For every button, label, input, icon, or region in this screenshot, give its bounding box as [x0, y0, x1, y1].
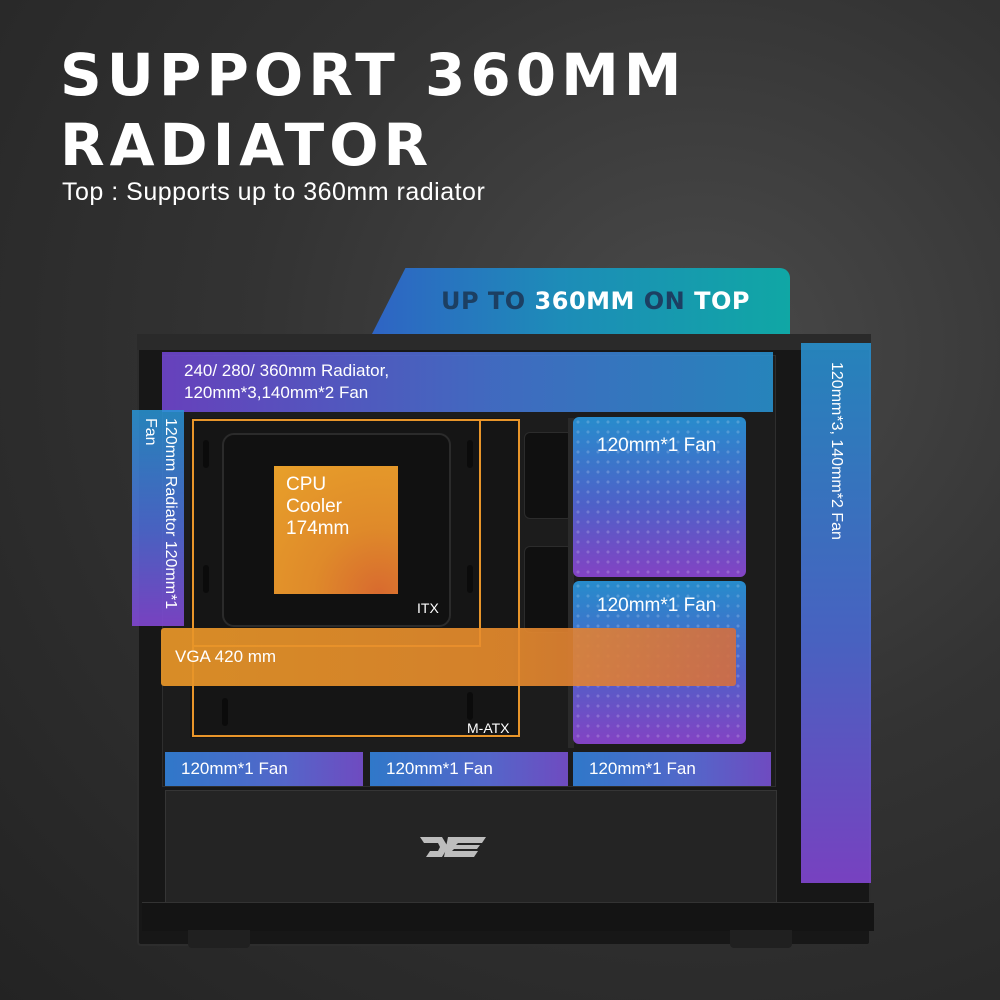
headline: SUPPORT 360MM RADIATOR — [60, 41, 687, 179]
vga-label: VGA 420 mm — [175, 647, 277, 666]
front-fan-label-lower: 120mm*1 Fan — [597, 595, 717, 616]
tie-down-hole — [467, 440, 473, 468]
banner-text-part-4: TOP — [694, 287, 750, 315]
front-fan-label-upper: 120mm*1 Fan — [597, 435, 717, 456]
banner-text-part-1: UP TO — [440, 287, 535, 315]
top-radiator-label: 240/ 280/ 360mm Radiator, 120mm*3,140mm*… — [184, 361, 390, 402]
top-support-banner — [372, 268, 790, 334]
case-top-panel — [137, 334, 871, 350]
subtitle: Top : Supports up to 360mm radiator — [62, 178, 486, 206]
tie-down-hole — [203, 440, 209, 468]
banner-text-part-3: ON — [634, 287, 695, 315]
bottom-fan-zone-1: 120mm*1 Fan — [165, 752, 363, 786]
front-fan-zone-upper — [573, 417, 746, 577]
case-foot — [188, 930, 250, 948]
side-fan-zone — [801, 343, 871, 883]
tie-down-hole — [203, 565, 209, 593]
top-support-banner-text: UP TO 360MM ON TOP — [372, 268, 790, 334]
itx-label: ITX — [417, 600, 439, 616]
bottom-fan-zone-2: 120mm*1 Fan — [370, 752, 568, 786]
tie-down-hole — [467, 692, 473, 720]
case-divider — [568, 418, 574, 748]
cable-grommet — [524, 546, 573, 633]
case-bottom-rail — [142, 902, 874, 931]
case-foot — [730, 930, 792, 948]
banner-text-part-2: 360MM — [534, 287, 635, 315]
side-radiator-zone — [132, 410, 184, 626]
vga-zone — [161, 628, 736, 686]
tie-down-hole — [222, 698, 228, 726]
darkflash-logo-icon — [420, 837, 486, 857]
side-radiator-label: 120mm Radiator 120mm*1 Fan — [142, 418, 179, 610]
matx-label: M-ATX — [467, 720, 510, 736]
cable-grommet — [524, 432, 573, 519]
top-radiator-zone — [162, 352, 773, 412]
bottom-fan-zone-3: 120mm*1 Fan — [573, 752, 771, 786]
tie-down-hole — [467, 565, 473, 593]
cpu-cooler-label: CPU Cooler 174mm — [286, 474, 350, 539]
cpu-cooler-zone — [274, 466, 398, 594]
side-fan-label: 120mm*3, 140mm*2 Fan — [828, 362, 845, 540]
